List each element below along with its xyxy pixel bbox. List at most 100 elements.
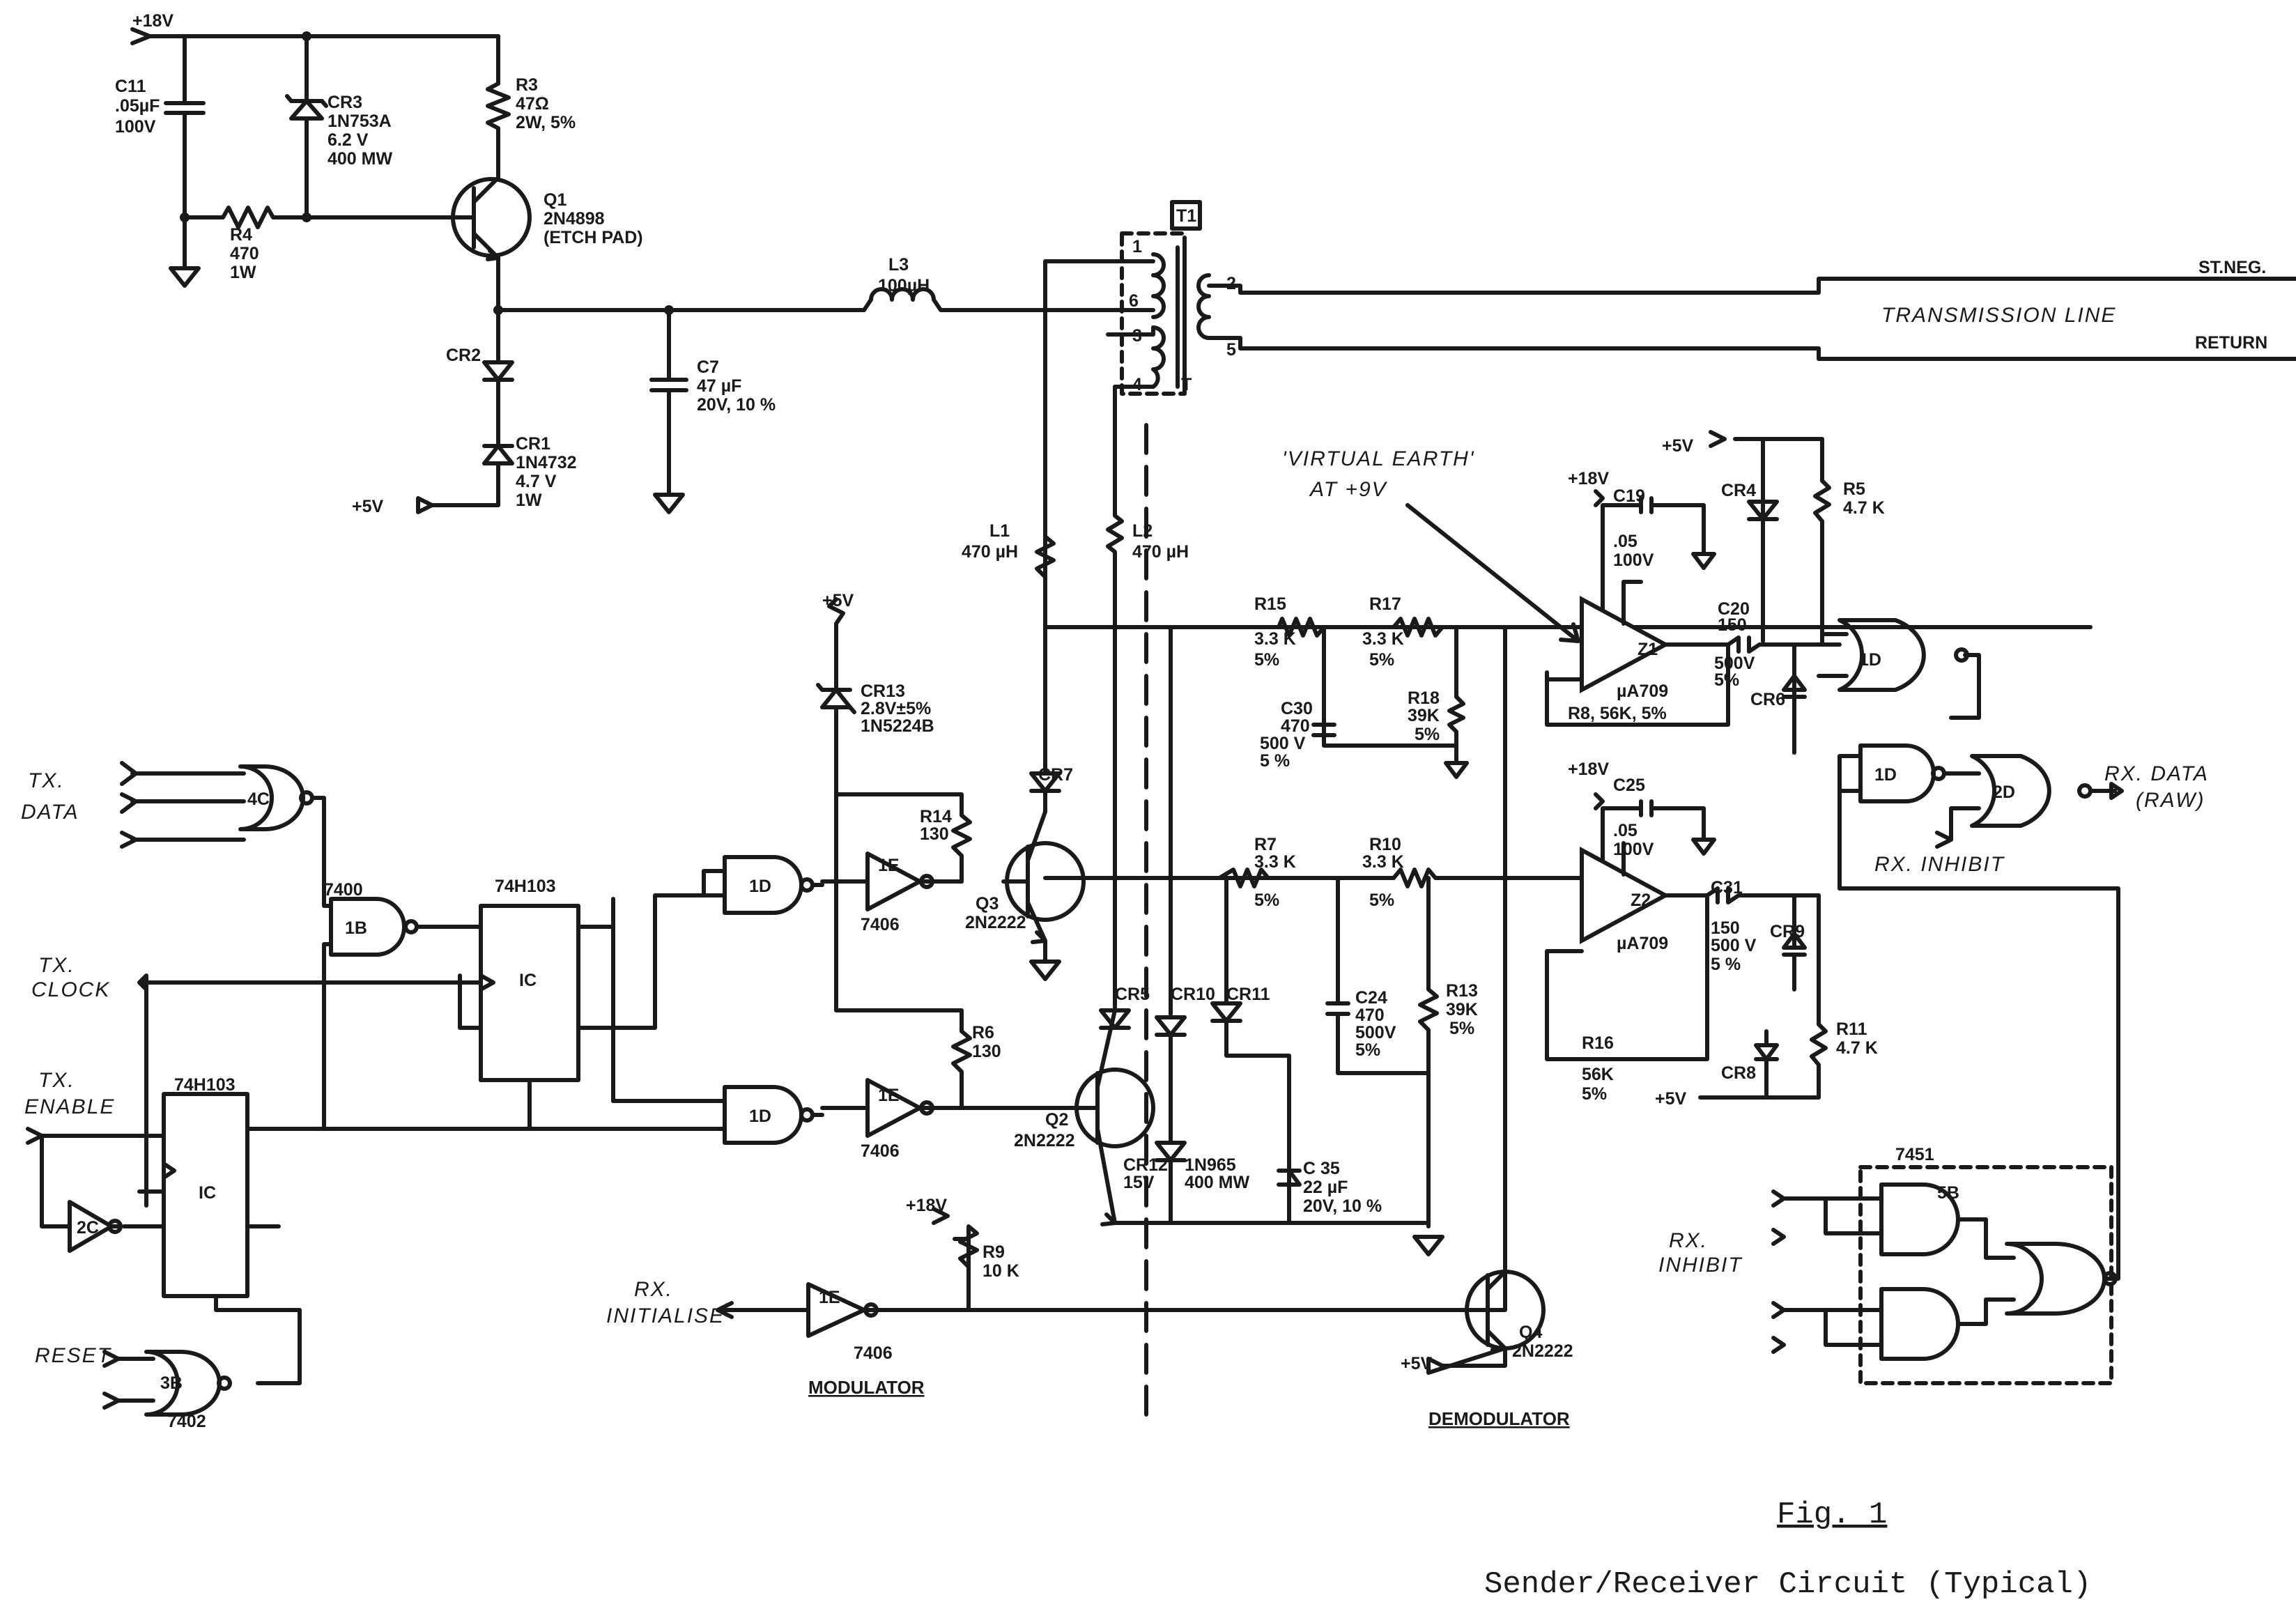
modulator-section-label: MODULATOR (808, 1377, 925, 1398)
cr9-ref: CR9 (1770, 922, 1805, 941)
modulator-logic: +5V +18V (583, 591, 1444, 1338)
part-7406-b: 7406 (861, 1141, 900, 1161)
tx-data-line2: DATA (21, 801, 79, 824)
cr7-ref: CR7 (1038, 765, 1073, 785)
cr13-part: 1N5224B (861, 716, 934, 736)
svg-text:2: 2 (1226, 274, 1236, 293)
c19-voltage: 100V (1613, 550, 1654, 570)
r4-rating: 1W (230, 263, 256, 282)
cr12-ref: CR12 (1123, 1155, 1168, 1175)
c31-voltage: 500 V (1711, 936, 1757, 955)
svg-text:T: T (1181, 375, 1192, 394)
cr1-voltage: 4.7 V (516, 472, 557, 491)
r18-tol: 5% (1415, 725, 1440, 744)
l3-ref: L3 (888, 255, 909, 275)
ic-74h103-a: 74H103 (495, 877, 556, 896)
rx-data-line2: (RAW) (2136, 789, 2205, 812)
tx-clock-line2: CLOCK (31, 978, 110, 1001)
supply-18v-z2: +18V (1568, 760, 1609, 779)
c20-voltage: 500V (1714, 654, 1755, 673)
t1-label: T1 (1176, 206, 1196, 226)
cr12-part: 1N965 (1185, 1155, 1236, 1175)
gate-2c: 2C (77, 1218, 99, 1238)
r14-value: 130 (920, 824, 949, 844)
z2-label: Z2 (1631, 891, 1651, 910)
cr1-power: 1W (516, 491, 542, 510)
supply-18v-top: +18V (132, 11, 174, 31)
cr4-ref: CR4 (1721, 481, 1756, 500)
c19-value: .05 (1613, 532, 1638, 551)
r3-rating: 2W, 5% (516, 113, 576, 132)
c25-ref: C25 (1613, 776, 1645, 795)
gate-1b: 1B (345, 918, 367, 938)
r9-value: 10 K (983, 1261, 1019, 1281)
component-labels: C11 .05µF 100V CR3 1N753A 6.2 V 400 MW R… (115, 75, 1885, 1373)
r14-ref: R14 (920, 807, 952, 826)
gate-5b: 5B (1937, 1183, 1959, 1203)
svg-text:6: 6 (1129, 291, 1139, 311)
part-7406-a: 7406 (861, 915, 900, 934)
r17-ref: R17 (1369, 594, 1401, 614)
demodulator-section-label: DEMODULATOR (1428, 1408, 1570, 1429)
r15-ref: R15 (1254, 594, 1286, 614)
cr6-ref: CR6 (1750, 690, 1785, 709)
ic-74h103-b: 74H103 (174, 1075, 236, 1095)
cr12-voltage: 15V (1123, 1173, 1155, 1192)
gate-1e-c: 1E (819, 1288, 840, 1307)
c24-tol: 5% (1355, 1040, 1380, 1060)
r18-value: 39K (1408, 706, 1440, 725)
r10-value: 3.3 K (1362, 852, 1404, 872)
part-7451: 7451 (1895, 1145, 1934, 1164)
cr12-power: 400 MW (1185, 1173, 1249, 1192)
c24-value: 470 (1355, 1006, 1385, 1025)
l2-ref: L2 (1132, 521, 1153, 541)
cr11-ref: CR11 (1226, 985, 1270, 1004)
ic-b: IC (199, 1183, 216, 1203)
cr13-ref: CR13 (861, 681, 905, 701)
l1-ref: L1 (989, 521, 1010, 541)
rx-inhibit-in-line2: INHIBIT (1658, 1254, 1743, 1277)
r18-ref: R18 (1408, 688, 1440, 708)
r6-value: 130 (972, 1042, 1001, 1061)
r17-value: 3.3 K (1362, 629, 1404, 649)
svg-text:1: 1 (1132, 237, 1142, 256)
r7-value: 3.3 K (1254, 852, 1296, 872)
z1-label: Z1 (1638, 640, 1658, 659)
c31-value: 150 (1711, 918, 1740, 938)
c35-value: 22 µF (1303, 1178, 1348, 1197)
opamp-z1: Z1 (1503, 430, 1842, 755)
receiver-logic (1771, 618, 2124, 1385)
z2-part: µA709 (1617, 934, 1668, 953)
q1-ref: Q1 (544, 190, 567, 210)
c24-ref: C24 (1355, 988, 1387, 1008)
supply-18v-r9: +18V (906, 1196, 947, 1215)
r9-ref: R9 (983, 1242, 1005, 1262)
rx-inhibit-out-label: RX. INHIBIT (1874, 853, 2005, 876)
cr1-ref: CR1 (516, 434, 550, 454)
r5-value: 4.7 K (1843, 498, 1885, 518)
figure-title: Sender/Receiver Circuit (Typical) (1484, 1567, 2091, 1602)
q3-part: 2N2222 (965, 913, 1026, 932)
r5-ref: R5 (1843, 479, 1865, 499)
c20-tol: 5% (1714, 670, 1739, 690)
r10-tol: 5% (1369, 891, 1394, 910)
virtual-earth-line1: 'VIRTUAL EARTH' (1282, 447, 1475, 470)
l3-value: 100µH (878, 276, 930, 295)
r11-ref: R11 (1836, 1019, 1867, 1039)
c24-voltage: 500V (1355, 1023, 1396, 1042)
gate-1d-rx2: 1D (1874, 765, 1897, 785)
opamp-z2: Z2 (1545, 792, 1828, 1100)
supply-5v-r11: +5V (1655, 1089, 1687, 1109)
r11-value: 4.7 K (1836, 1038, 1878, 1058)
c25-voltage: 100V (1613, 840, 1654, 859)
gate-1d-rx1: 1D (1859, 650, 1881, 670)
gate-1d-a: 1D (749, 877, 771, 896)
cr3-power: 400 MW (328, 149, 392, 169)
cr3-voltage: 6.2 V (328, 130, 369, 150)
rx-inhibit-in-line1: RX. (1669, 1229, 1708, 1252)
q2-ref: Q2 (1045, 1110, 1068, 1130)
q4-part: 2N2222 (1512, 1341, 1573, 1361)
c30-tol: 5 % (1260, 751, 1290, 771)
c7-rating: 20V, 10 % (697, 395, 776, 415)
